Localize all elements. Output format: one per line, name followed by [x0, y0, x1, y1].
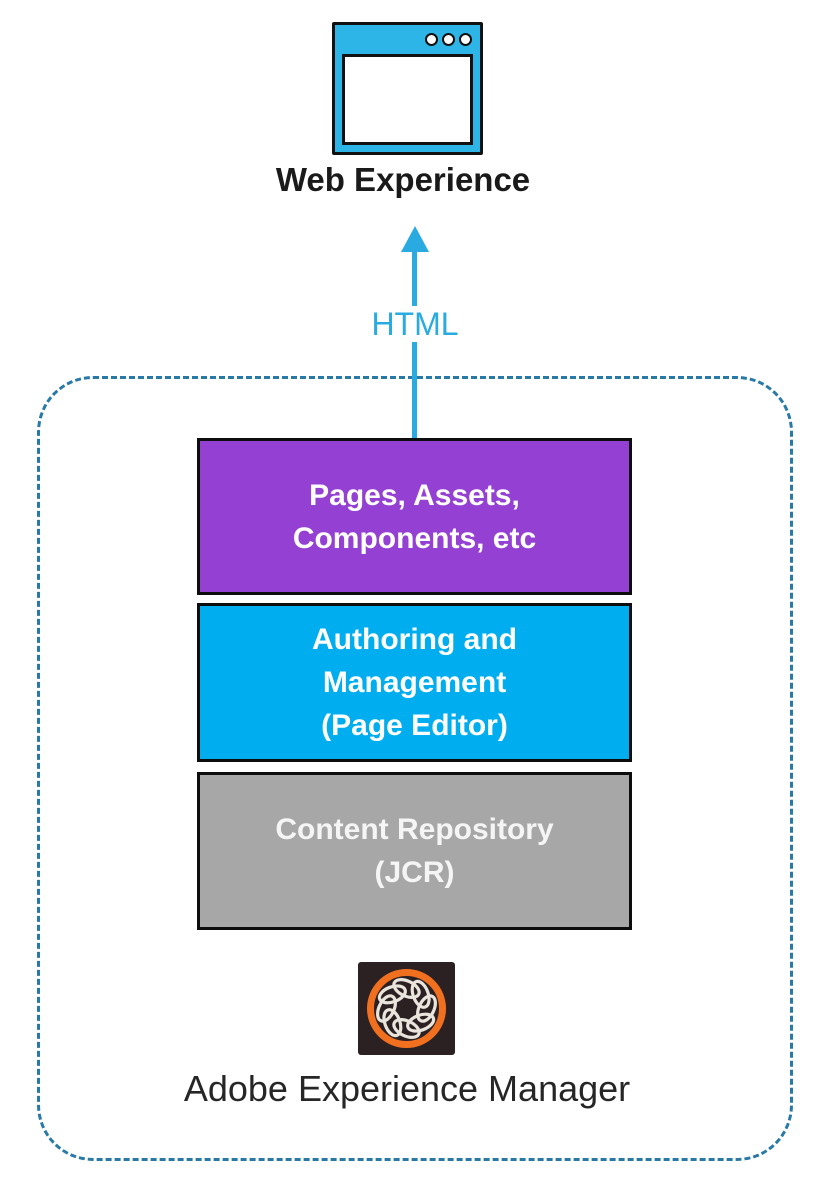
browser-dot-icon	[442, 33, 455, 46]
html-arrow-label: HTML	[367, 306, 463, 342]
layer-text-line: Management	[322, 666, 507, 699]
layer-authoring-management: Authoring and Management (Page Editor)	[197, 603, 632, 762]
layer-text-line: Authoring and	[312, 623, 517, 656]
browser-content-area	[342, 54, 473, 145]
browser-dot-icon	[459, 33, 472, 46]
layer-text-line: Content Repository	[275, 813, 554, 846]
browser-window-icon	[332, 22, 483, 155]
layer-text-line: (Page Editor)	[321, 709, 508, 742]
web-experience-label: Web Experience	[275, 161, 531, 198]
browser-dot-icon	[425, 33, 438, 46]
layer-pages-assets-components: Pages, Assets, Components, etc	[197, 438, 632, 595]
arrow-up-icon	[401, 226, 429, 252]
aem-title-label: Adobe Experience Manager	[183, 1068, 631, 1109]
layer-text-line: (JCR)	[374, 856, 455, 889]
browser-titlebar-dots	[425, 33, 472, 46]
layer-text-line: Components, etc	[292, 521, 537, 555]
arrow-line	[412, 250, 417, 438]
aem-logo-icon	[358, 962, 455, 1055]
layer-content-repository: Content Repository (JCR)	[197, 772, 632, 930]
layer-text-line: Pages, Assets,	[309, 478, 520, 512]
